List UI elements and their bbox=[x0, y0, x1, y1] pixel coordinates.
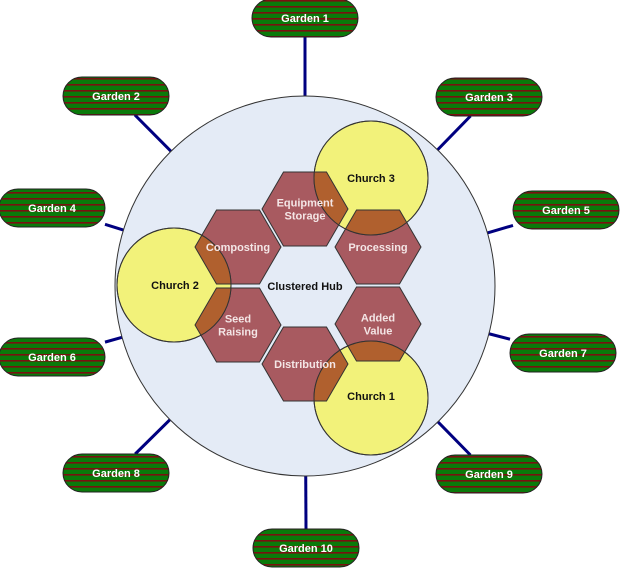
garden-7-connector bbox=[488, 332, 511, 341]
garden-8-node[interactable]: Garden 8 bbox=[62, 453, 170, 493]
garden-3-pill bbox=[435, 77, 543, 117]
garden-10-node[interactable]: Garden 10 bbox=[252, 528, 360, 568]
added-value-label: Value bbox=[364, 326, 393, 338]
garden-2-pill bbox=[62, 76, 170, 116]
church-3-outline bbox=[313, 120, 429, 236]
garden-3-node[interactable]: Garden 3 bbox=[435, 77, 543, 117]
garden-2-node[interactable]: Garden 2 bbox=[62, 76, 170, 116]
garden-10-pill bbox=[252, 528, 360, 568]
seed-raising-label: Seed bbox=[225, 314, 251, 326]
garden-3-label: Garden 3 bbox=[465, 92, 513, 104]
garden-9-node[interactable]: Garden 9 bbox=[435, 454, 543, 494]
garden-6-pill bbox=[0, 337, 106, 377]
distribution-label: Distribution bbox=[274, 359, 336, 371]
church-3-label: Church 3 bbox=[347, 173, 395, 185]
garden-5-connector bbox=[487, 223, 514, 235]
garden-5-node[interactable]: Garden 5 bbox=[512, 190, 620, 230]
garden-5-pill bbox=[512, 190, 620, 230]
garden-4-label: Garden 4 bbox=[28, 203, 77, 215]
added-value-label: Added bbox=[361, 313, 395, 325]
church-1-outline bbox=[313, 340, 429, 456]
garden-7-pill bbox=[509, 333, 617, 373]
church-2-label: Church 2 bbox=[151, 280, 199, 292]
garden-1-label: Garden 1 bbox=[281, 13, 329, 25]
church-2-outline bbox=[116, 227, 232, 343]
garden-1-node[interactable]: Garden 1 bbox=[251, 0, 359, 38]
equipment-storage-label: Equipment bbox=[277, 198, 334, 210]
equipment-storage-label: Storage bbox=[285, 211, 326, 223]
garden-6-connector bbox=[104, 335, 123, 344]
church-1-label: Church 1 bbox=[347, 391, 395, 403]
garden-9-pill bbox=[435, 454, 543, 494]
garden-1-pill bbox=[251, 0, 359, 38]
church-labels: Church 1 Church 2 Church 3 bbox=[151, 173, 395, 403]
garden-7-node[interactable]: Garden 7 bbox=[509, 333, 617, 373]
garden-9-connector bbox=[436, 420, 472, 457]
garden-9-label: Garden 9 bbox=[465, 469, 513, 481]
composting-label: Composting bbox=[206, 242, 270, 254]
processing-label: Processing bbox=[348, 242, 407, 254]
garden-2-connector bbox=[133, 113, 173, 153]
seed-raising-label: Raising bbox=[218, 327, 258, 339]
garden-10-label: Garden 10 bbox=[279, 543, 333, 555]
connector-lines bbox=[104, 37, 514, 530]
garden-6-label: Garden 6 bbox=[28, 352, 76, 364]
garden-8-pill bbox=[62, 453, 170, 493]
garden-8-label: Garden 8 bbox=[92, 468, 140, 480]
garden-5-label: Garden 5 bbox=[542, 205, 590, 217]
garden-8-connector bbox=[134, 418, 171, 456]
garden-4-connector bbox=[104, 222, 124, 232]
hub-label: Clustered Hub bbox=[267, 281, 342, 293]
garden-7-label: Garden 7 bbox=[539, 348, 587, 360]
garden-4-node[interactable]: Garden 4 bbox=[0, 188, 106, 228]
garden-3-connector bbox=[436, 114, 472, 151]
garden-4-pill bbox=[0, 188, 106, 228]
garden-6-node[interactable]: Garden 6 bbox=[0, 337, 106, 377]
garden-2-label: Garden 2 bbox=[92, 91, 140, 103]
